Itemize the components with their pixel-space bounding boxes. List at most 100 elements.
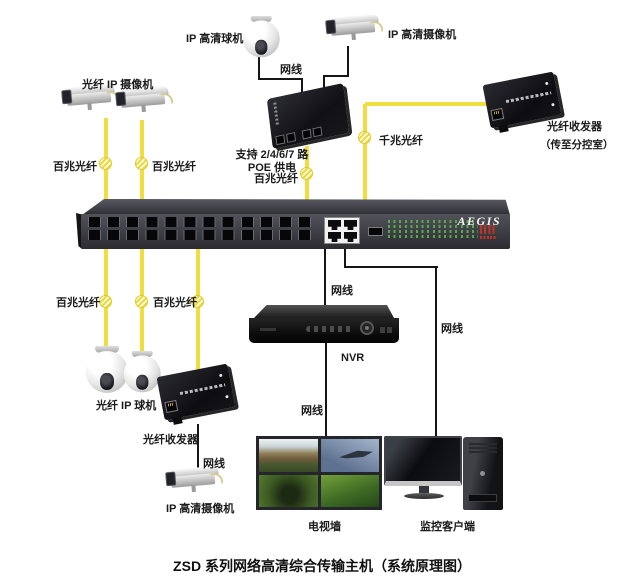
camera-mount [141, 104, 146, 113]
fiber-coil [135, 157, 148, 170]
camera-mount [351, 32, 356, 41]
screw [545, 81, 549, 86]
label-monitor-client: 监控客户端 [420, 521, 475, 533]
sfp-port-row [88, 230, 317, 240]
switch-front-panel: AEGIS [81, 214, 510, 249]
nvr-keys [380, 327, 393, 333]
fiber-cable-switch-to-transceiver [196, 246, 200, 372]
sfp-port-row [88, 217, 317, 227]
led-power-cluster [480, 225, 497, 234]
tv-wall-feed-jet [320, 439, 379, 472]
fiber-coil [99, 295, 112, 308]
lan-cable-switch-to-nvr [324, 246, 326, 310]
dome-lens [255, 39, 268, 55]
uplink-rj45-block [324, 217, 360, 244]
tv-wall-feed-jungle [259, 474, 318, 507]
dome-lens [136, 374, 149, 390]
led-power-text [480, 236, 497, 239]
fiber-coil [358, 131, 371, 144]
transceiver-label-stripe [179, 383, 226, 396]
label-ip-hd-dome: IP 高清球机 [186, 33, 244, 45]
lan-cable-switch-to-client [344, 266, 438, 268]
camera-mount [87, 102, 92, 111]
screw [551, 102, 555, 107]
lan-cable-nvr-to-tvwall [325, 340, 327, 440]
lan-cable-transceiver-to-camera [197, 424, 199, 476]
tv-wall-feed-house [259, 439, 318, 472]
camera-lens [165, 471, 177, 487]
fiber-coil [135, 295, 148, 308]
fiber-coil [300, 167, 313, 180]
label-lan-cable: 网线 [203, 458, 225, 470]
screw [225, 394, 229, 399]
poe-switch-vents [273, 102, 279, 125]
rj45-port [286, 132, 297, 143]
fiber-coil [191, 295, 204, 308]
label-fiber-100m: 百兆光纤 [56, 297, 100, 309]
rj45-port [344, 220, 357, 230]
fiber-ip-dome-camera-2 [122, 351, 162, 397]
dome-mount [131, 351, 153, 358]
tv-wall-feed-palms [320, 474, 379, 507]
switch-top-face [82, 199, 510, 215]
led-row [388, 220, 478, 223]
brand-logo: AEGIS [457, 214, 501, 228]
rj45-port [328, 220, 341, 230]
label-fiber-100m: 百兆光纤 [254, 173, 298, 185]
rj45-port [301, 128, 312, 140]
nvr-recorder [249, 305, 399, 349]
ip-hd-bullet-camera-top [325, 13, 384, 45]
rj45-port [164, 399, 179, 414]
lan-cable-camera-to-poe [323, 75, 349, 77]
ip-hd-dome-camera [241, 16, 281, 62]
poe-switch-housing [266, 82, 350, 150]
fiber-coil [99, 157, 112, 170]
label-transceiver-local: 光纤收发器 [143, 434, 198, 446]
nvr-indicator-slot [260, 328, 276, 331]
led-row [388, 230, 478, 233]
camera-lens [61, 89, 73, 105]
dome-mount [95, 346, 119, 353]
label-tv-wall: 电视墙 [308, 521, 341, 533]
label-fiber-100m: 百兆光纤 [153, 297, 197, 309]
lan-cable-dome-to-poe [258, 78, 303, 80]
switch-side-face [76, 213, 82, 249]
monitor-base [404, 493, 444, 499]
camera-pigtail [210, 472, 224, 485]
transceiver-connector [172, 416, 183, 425]
label-ip-hd-camera-bottom: IP 高清摄像机 [166, 503, 235, 515]
label-nvr: NVR [341, 352, 365, 364]
lan-cable-switch-to-client [344, 246, 346, 268]
nvr-dpad [360, 321, 374, 335]
fiber-transceiver-local [156, 362, 240, 428]
poe-switch [264, 82, 352, 152]
client-tower [463, 437, 503, 510]
tower-vents [469, 443, 497, 453]
camera-lens [325, 19, 337, 35]
camera-lens [115, 91, 127, 107]
label-lan-cable: 网线 [441, 323, 463, 335]
dome-lens [100, 373, 114, 390]
nvr-front-panel [249, 318, 399, 343]
label-fiber-ip-domes: 光纤 IP 球机 [96, 400, 157, 412]
fiber-cable-poe-to-switch [305, 146, 309, 218]
camera-pigtail [160, 92, 174, 105]
label-ip-hd-camera-top: IP 高清摄像机 [388, 29, 457, 41]
label-fiber-100m: 百兆光纤 [53, 161, 97, 173]
rj45-port [344, 232, 357, 242]
diagram-title: ZSD 系列网络高清综合传输主机（系统原理图） [173, 558, 471, 574]
label-fiber-ip-cameras: 光纤 IP 摄像机 [82, 79, 154, 91]
lan-cable-switch-to-client [435, 266, 437, 439]
led-panel [388, 220, 502, 242]
label-lan-cable: 网线 [301, 405, 323, 417]
rj45-port [312, 126, 323, 138]
label-lan-cable: 网线 [331, 285, 353, 297]
fiber-switch-main: AEGIS [76, 199, 512, 253]
transceiver-label-stripe [505, 91, 552, 104]
nvr-top-face [254, 305, 394, 318]
camera-pigtail [370, 20, 384, 33]
fiber-cable-gigabit-horizontal [365, 102, 489, 106]
fiber-cable-gigabit-vertical [363, 104, 367, 238]
client-monitor [384, 436, 464, 499]
